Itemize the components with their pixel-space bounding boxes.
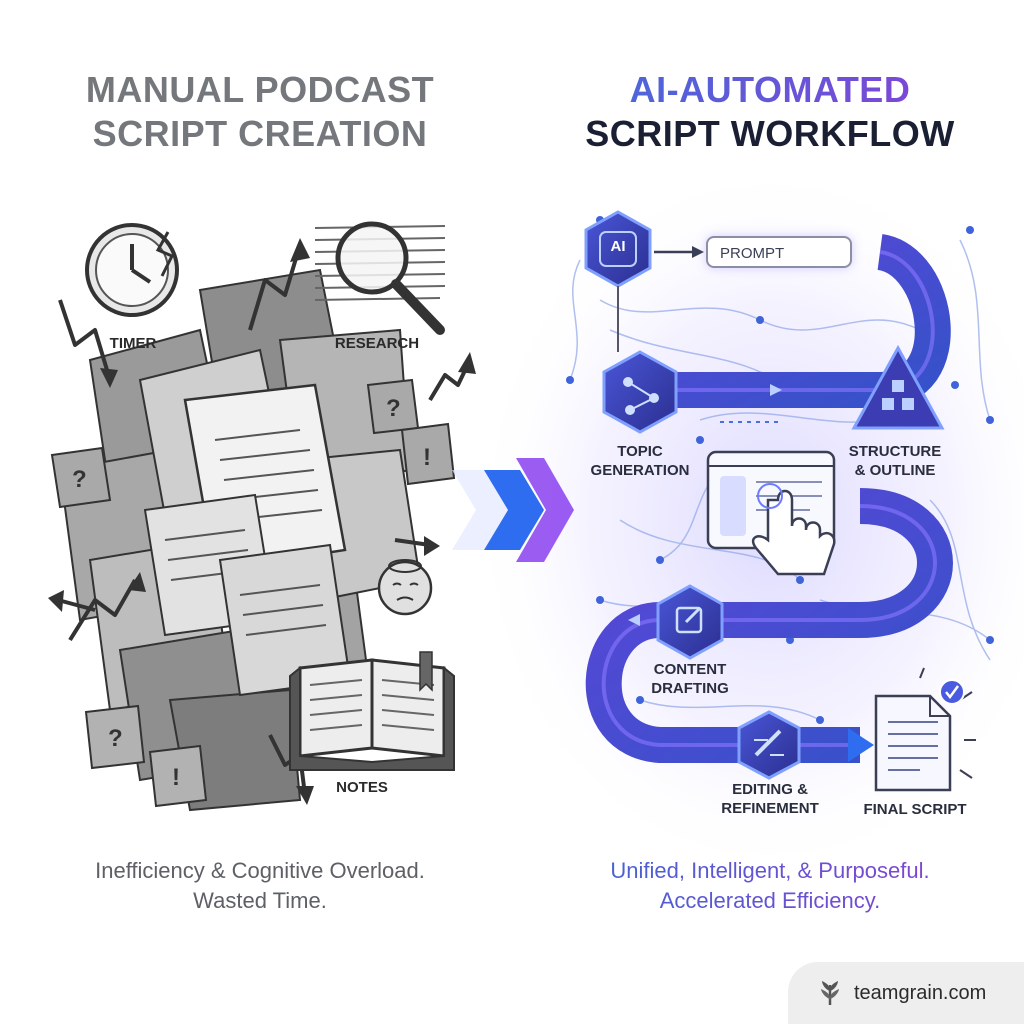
brain-icon [584,210,652,352]
pyramid-icon [851,344,945,430]
editing-label-line2: REFINEMENT [721,800,819,817]
edit-icon [737,710,801,780]
left-caption-line2: Wasted Time. [193,888,327,913]
svg-text:?: ? [386,395,401,422]
research-label: RESEARCH [334,335,420,352]
right-caption-line1: Unified, Intelligent, & Purposeful. [610,858,930,883]
brand-name: teamgrain.com [854,981,987,1004]
left-title-line1: MANUAL PODCAST [85,69,435,110]
svg-text:?: ? [108,725,123,752]
svg-text:?: ? [72,466,87,493]
structure-label-line2: & OUTLINE [854,462,936,479]
prompt-box: PROMPT [706,236,852,268]
paper-pile: ? ? ! ? ! [48,238,476,812]
transition-arrow [452,458,574,562]
topic-label-line1: TOPIC [617,443,663,460]
editing-refinement-label: EDITING & REFINEMENT [710,780,830,818]
left-title: MANUAL PODCAST SCRIPT CREATION [40,68,480,156]
confused-face-icon [377,559,433,616]
right-title-line2: SCRIPT WORKFLOW [585,113,955,154]
pointer-hand-icon [706,450,836,576]
content-label-line1: CONTENT [653,661,727,678]
right-title-line1: AI-AUTOMATED [540,68,1000,112]
content-drafting-label: CONTENT DRAFTING [630,660,750,698]
topic-label-line2: GENERATION [590,462,690,479]
svg-text:!: ! [172,764,180,791]
brand-badge[interactable]: teamgrain.com [788,962,1024,1024]
ai-badge: AI [610,238,626,255]
content-label-line2: DRAFTING [651,680,729,697]
structure-label-line1: STRUCTURE [848,443,942,460]
svg-text:!: ! [423,444,431,471]
editing-label-line1: EDITING & [732,781,808,798]
book-icon [289,651,455,771]
left-caption: Inefficiency & Cognitive Overload. Waste… [40,856,480,916]
structure-outline-label: STRUCTURE & OUTLINE [835,442,955,480]
notes-label: NOTES [336,779,388,796]
document-icon [874,667,976,792]
timer-label: TIMER [109,335,157,352]
right-caption: Unified, Intelligent, & Purposeful. Acce… [540,856,1000,916]
right-title: AI-AUTOMATED SCRIPT WORKFLOW [540,68,1000,156]
final-script-label: FINAL SCRIPT [863,801,967,818]
clock-icon [85,223,179,317]
right-caption-line2: Accelerated Efficiency. [659,888,881,913]
left-title-line2: SCRIPT CREATION [92,113,428,154]
teamgrain-logo-icon [821,981,839,1005]
magnifier-icon [314,221,446,335]
network-icon [602,350,678,434]
left-caption-line1: Inefficiency & Cognitive Overload. [95,858,425,883]
topic-generation-label: TOPIC GENERATION [580,442,700,480]
pencil-icon [656,584,724,660]
check-badge-icon [939,679,965,705]
